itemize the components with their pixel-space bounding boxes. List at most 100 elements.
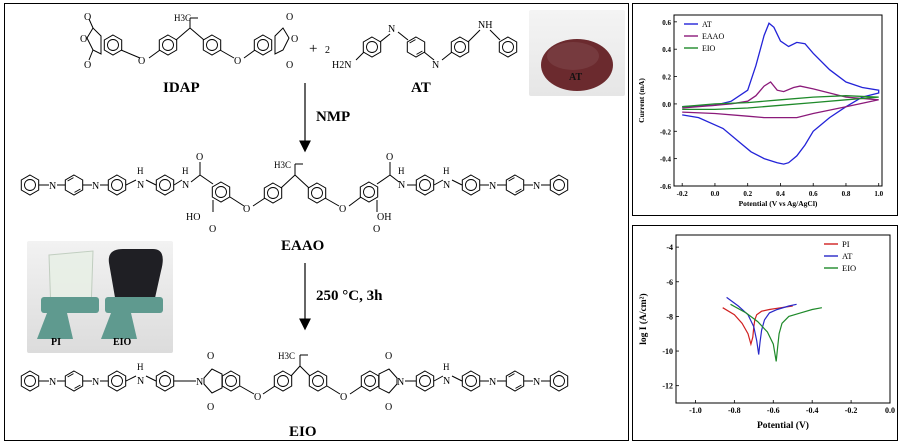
stoich-coefficient: 2 — [325, 45, 330, 56]
x-tick-label: 0.2 — [743, 190, 752, 198]
atom-o: O — [207, 402, 214, 413]
y-tick-label: 0.6 — [662, 19, 671, 27]
pi-stand — [41, 297, 99, 313]
y-tick-label: -0.4 — [660, 156, 672, 164]
x-tick-label: -0.2 — [677, 190, 689, 198]
atom-o: O — [234, 56, 241, 67]
atom-o: O — [339, 204, 346, 215]
x-tick-label: 0.6 — [809, 190, 818, 198]
atom-n: N — [432, 60, 439, 71]
x-tick-label: 1.0 — [874, 190, 883, 198]
eio-film-label: EIO — [113, 337, 132, 348]
legend-label-eio: EIO — [702, 44, 716, 53]
atom-o: O — [84, 60, 91, 71]
atom-n: N — [49, 377, 56, 388]
series-line-eaao — [682, 81, 879, 119]
y-tick-label: 0.0 — [662, 101, 671, 109]
films-photo: PI EIO — [27, 241, 173, 353]
atom-o: O — [254, 392, 261, 403]
eio-stand-base — [101, 313, 137, 339]
atom-h3c: H3C — [174, 13, 191, 23]
atom-n: N — [443, 180, 450, 191]
legend-label-pi: PI — [842, 239, 850, 249]
eio-structure: N N H N N O O O H3C O O O N — [20, 351, 569, 413]
eio-stand — [105, 297, 163, 313]
films-image — [37, 249, 163, 339]
atom-h: H — [443, 362, 450, 372]
atom-n: N — [443, 376, 450, 387]
product-label: EIO — [289, 424, 317, 440]
y-tick-label: 0.4 — [662, 46, 671, 54]
y-tick-label: -8 — [666, 312, 673, 321]
atom-o: O — [386, 152, 393, 163]
atom-n: N — [533, 377, 540, 388]
reactant1-label: IDAP — [163, 80, 200, 96]
x-tick-label: -0.4 — [806, 406, 819, 415]
x-tick-label: -0.6 — [767, 406, 780, 415]
atom-n: N — [388, 24, 395, 35]
series-line-at — [682, 22, 880, 165]
atom-o: O — [373, 224, 380, 235]
at-photo-label: AT — [569, 72, 583, 83]
atom-nh: NH — [478, 20, 492, 31]
at-powder-photo: AT — [529, 10, 625, 96]
legend-label-at: AT — [702, 20, 712, 29]
eaao-structure: N N H N H N O HO O O H3C O — [20, 152, 569, 235]
legend-label-at: AT — [842, 251, 853, 261]
atom-n: N — [533, 181, 540, 192]
x-axis-label: Potential (V vs Ag/AgCl) — [739, 199, 818, 208]
series-line-eio — [682, 95, 879, 111]
atom-o: O — [209, 224, 216, 235]
atom-n: N — [92, 377, 99, 388]
solvent-label: NMP — [316, 109, 350, 125]
y-tick-label: -6 — [666, 278, 673, 287]
atom-o: O — [84, 12, 91, 23]
atom-o: O — [138, 56, 145, 67]
scheme-panel — [4, 3, 629, 441]
atom-n: N — [49, 181, 56, 192]
atom-o: O — [207, 351, 214, 362]
y-axis-label: Current (mA) — [637, 78, 646, 123]
y-tick-label: -0.2 — [660, 128, 672, 136]
x-tick-label: 0.0 — [711, 190, 720, 198]
atom-h2n: H2N — [332, 60, 351, 71]
atom-o: O — [291, 34, 298, 45]
atom-o: O — [80, 34, 87, 45]
y-axis-label: log I (A/cm²) — [638, 293, 649, 344]
atom-n: N — [137, 376, 144, 387]
atom-n: N — [398, 180, 405, 191]
powder-pile-image — [541, 39, 613, 91]
y-tick-label: -4 — [666, 243, 673, 252]
pi-stand-base — [37, 313, 73, 339]
atom-n: N — [92, 181, 99, 192]
atom-n: N — [137, 180, 144, 191]
series-line-pi — [722, 305, 793, 347]
series-line-eio — [730, 303, 823, 362]
x-tick-label: -1.0 — [689, 406, 702, 415]
powder-pile — [541, 39, 613, 91]
atom-ho: HO — [186, 212, 200, 223]
cv-chart-panel — [632, 3, 898, 216]
atom-h: H — [182, 166, 189, 176]
atom-o: O — [286, 12, 293, 23]
y-tick-label: -10 — [662, 347, 673, 356]
x-tick-label: -0.2 — [845, 406, 858, 415]
synthesis-scheme: O O O O H3C O O O O IDAP + 2 H2N N N — [20, 12, 569, 440]
tafel-chart-panel — [632, 225, 898, 441]
pi-film-label: PI — [51, 337, 61, 348]
condition-label: 250 °C, 3h — [316, 288, 383, 304]
atom-n: N — [489, 181, 496, 192]
plot-frame — [675, 234, 891, 404]
eio-film — [108, 249, 163, 309]
atom-o: O — [243, 204, 250, 215]
y-tick-label: -0.6 — [660, 183, 672, 191]
atom-o: O — [385, 351, 392, 362]
x-tick-label: 0.8 — [842, 190, 851, 198]
atom-h: H — [443, 166, 450, 176]
reactant2-label: AT — [411, 80, 431, 96]
atom-n: N — [489, 377, 496, 388]
atom-n: N — [182, 180, 189, 191]
legend-label-eaao: EAAO — [702, 32, 724, 41]
atom-oh: OH — [377, 212, 391, 223]
